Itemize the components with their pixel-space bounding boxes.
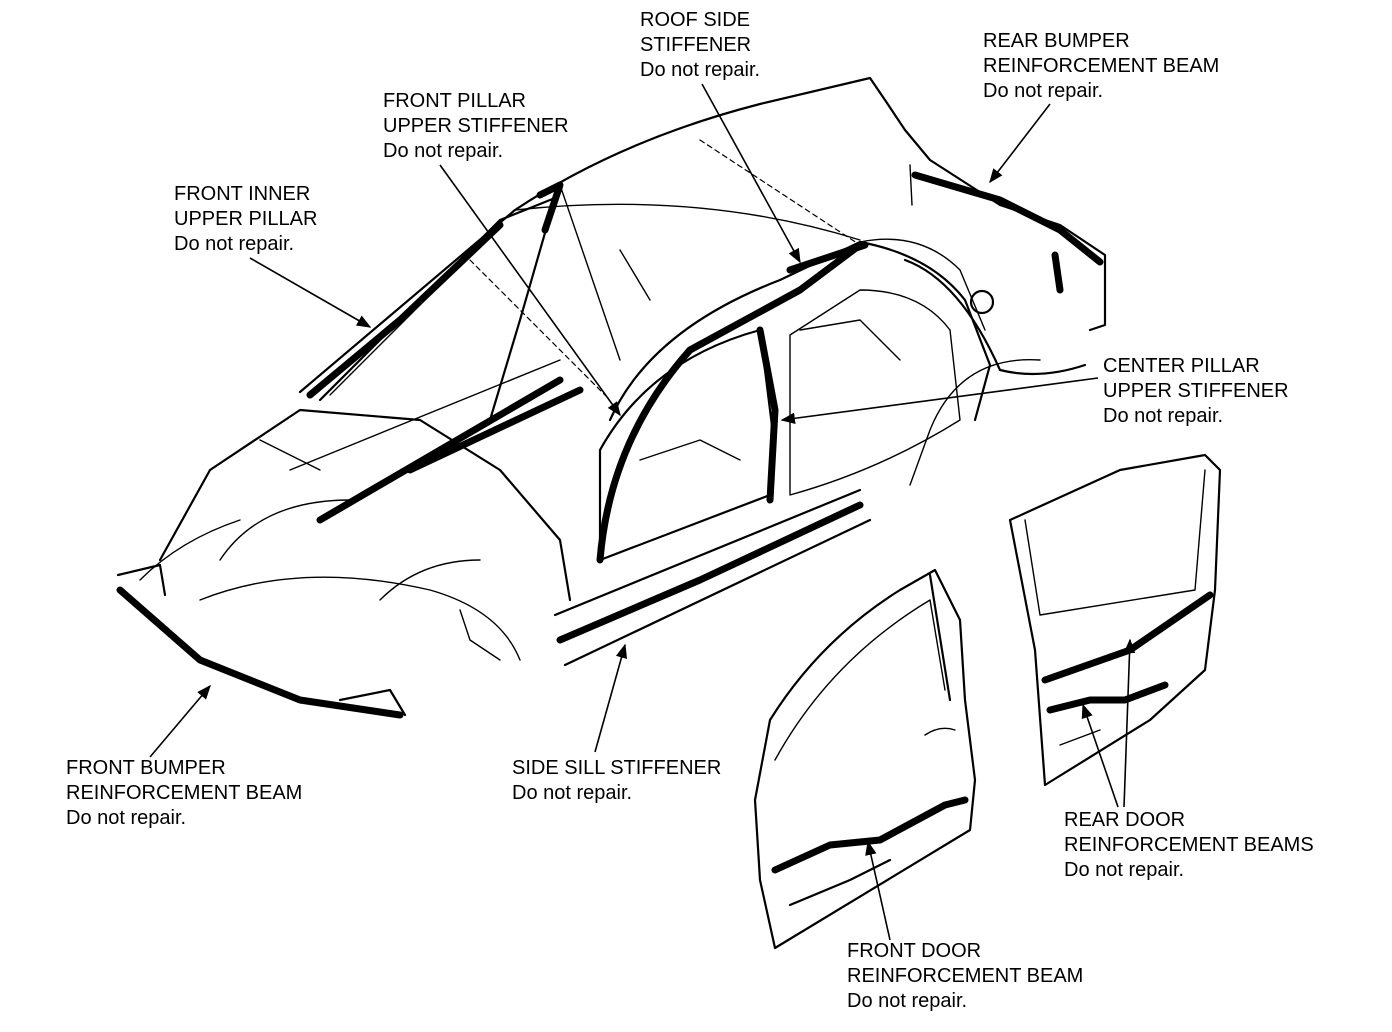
callout-line: Do not repair.	[1103, 405, 1224, 427]
callout-line: REINFORCEMENT BEAM	[66, 782, 303, 804]
rear-door-illustration	[1008, 453, 1222, 787]
side-sill-label: SIDE SILL STIFFENER Do not repair.	[512, 756, 721, 806]
front-inner-upper-pillar-label: FRONT INNER UPPER PILLAR Do not repair.	[174, 182, 317, 257]
front-door-leader	[865, 840, 891, 941]
front-bumper-label: FRONT BUMPER REINFORCEMENT BEAM Do not r…	[66, 756, 302, 831]
center-pillar-label: CENTER PILLAR UPPER STIFFENER Do not rep…	[1103, 354, 1289, 429]
rear-door-leader-2	[1123, 638, 1136, 808]
callout-line: FRONT PILLAR	[383, 90, 526, 112]
callout-line: UPPER STIFFENER	[383, 115, 569, 137]
callout-line: Do not repair.	[174, 233, 295, 255]
callout-line: Do not repair.	[1064, 859, 1185, 881]
roof-side-stiffener-label: ROOF SIDE STIFFENER Do not repair.	[640, 8, 760, 83]
roof-side-leader	[701, 83, 801, 264]
front-bumper-leader	[149, 684, 211, 758]
callout-line: REINFORCEMENT BEAMS	[1064, 834, 1314, 856]
front-door-illustration	[753, 568, 977, 950]
leader-lines	[149, 83, 1136, 941]
callout-line: Do not repair.	[66, 807, 187, 829]
callout-line: UPPER STIFFENER	[1103, 380, 1289, 402]
front-pillar-leader	[439, 164, 621, 417]
front-inner-leader	[249, 257, 372, 328]
callout-line: ROOF SIDE	[640, 9, 751, 31]
rear-bumper-leader	[989, 103, 1051, 184]
callout-line: Do not repair.	[383, 140, 504, 162]
callout-line: REAR DOOR	[1064, 809, 1186, 831]
rear-door-label: REAR DOOR REINFORCEMENT BEAMS Do not rep…	[1064, 808, 1314, 883]
callout-line: REAR BUMPER	[983, 30, 1130, 52]
callout-line: Do not repair.	[512, 782, 633, 804]
callout-line: Do not repair.	[847, 990, 968, 1012]
rear-door-leader-1	[1081, 703, 1119, 808]
callout-line: FRONT BUMPER	[66, 757, 226, 779]
callout-line: REINFORCEMENT BEAM	[983, 55, 1220, 77]
front-door-label: FRONT DOOR REINFORCEMENT BEAM Do not rep…	[847, 939, 1083, 1014]
callout-line: REINFORCEMENT BEAM	[847, 965, 1084, 987]
callout-line: UPPER PILLAR	[174, 208, 318, 230]
callout-line: Do not repair.	[983, 80, 1104, 102]
center-pillar-leader	[780, 377, 1099, 425]
callout-line: SIDE SILL STIFFENER	[512, 757, 722, 779]
body-shell	[116, 76, 1107, 719]
callout-line: FRONT DOOR	[847, 940, 982, 962]
front-pillar-label: FRONT PILLAR UPPER STIFFENER Do not repa…	[383, 89, 569, 164]
callout-line: FRONT INNER	[174, 183, 311, 205]
callout-line: STIFFENER	[640, 34, 752, 56]
rear-bumper-label: REAR BUMPER REINFORCEMENT BEAM Do not re…	[983, 29, 1219, 104]
side-sill-leader	[594, 643, 628, 753]
callout-line: Do not repair.	[640, 59, 761, 81]
callout-line: CENTER PILLAR	[1103, 355, 1260, 377]
